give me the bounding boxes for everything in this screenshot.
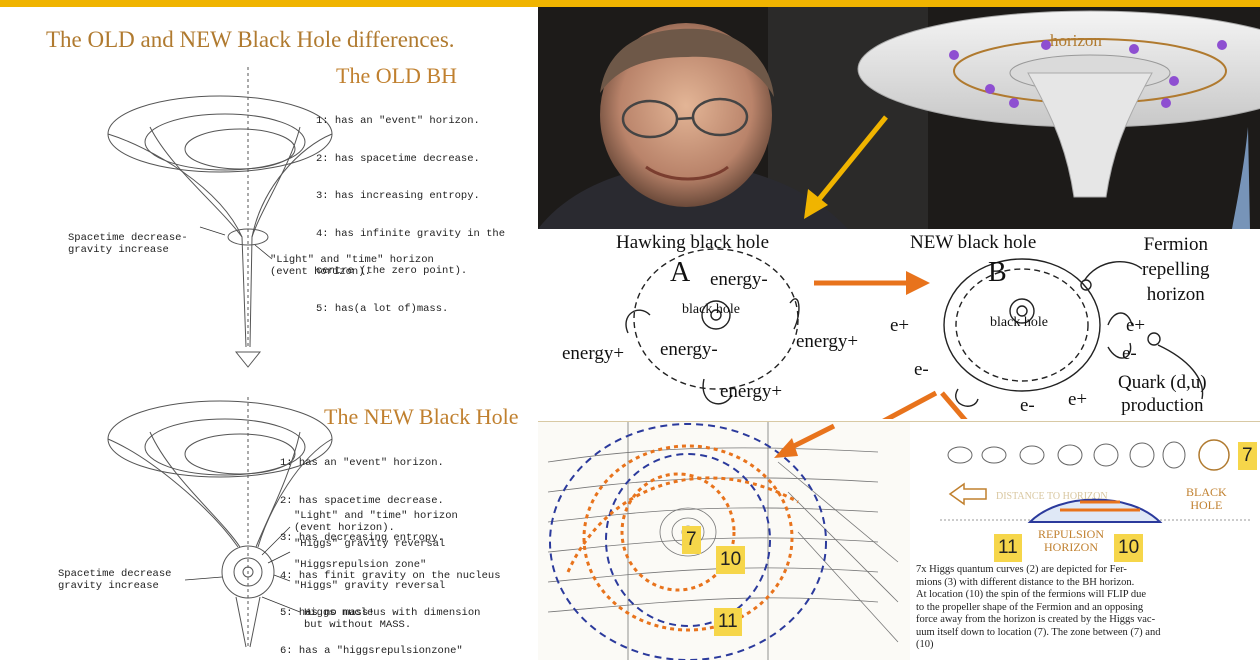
energy-plus-right: energy+ xyxy=(796,331,859,352)
orange-arrows-down xyxy=(882,390,968,419)
old-bh-heading: The OLD BH xyxy=(336,63,457,88)
left-panel: The OLD and NEW Black Hole differences. xyxy=(0,7,538,660)
higgs-field-curves xyxy=(547,422,899,660)
energy-plus-left: energy+ xyxy=(562,343,625,364)
energy-minus-left: energy- xyxy=(660,339,718,360)
page-title: The OLD and NEW Black Hole differences. xyxy=(46,27,455,52)
new-reversal-bottom-label: "Higgs" gravity reversal xyxy=(294,580,446,592)
e-plus-3: e+ xyxy=(1068,389,1088,410)
spin-flip-panel: 7 DISTANCE TO HORIZON BLACK HOLE REPULSI… xyxy=(910,421,1260,660)
old-bh-property: centre (the zero point). xyxy=(316,265,468,277)
top-accent-bar xyxy=(0,0,1260,7)
old-bh-property: 2: has spacetime decrease. xyxy=(316,152,480,165)
hawking-head xyxy=(600,23,772,207)
hawking-bh-title: Hawking black hole xyxy=(616,232,770,253)
e-minus-3: e- xyxy=(1020,395,1035,416)
fermion-sequence xyxy=(940,439,1250,523)
label-box-10-right: 10 xyxy=(1114,534,1144,562)
e-minus-2: e- xyxy=(914,359,929,380)
old-bh-property: 3: has increasing entropy. xyxy=(316,190,480,202)
new-bh-title: NEW black hole xyxy=(910,232,1037,253)
new-bh-property: 2: has spacetime decrease. xyxy=(280,494,444,507)
black-hole-a-label: black hole xyxy=(682,302,740,317)
caption-text: 7x Higgs quantum curves (2) are depicted… xyxy=(916,564,1161,650)
label-box-7-right: 7 xyxy=(1238,442,1257,470)
old-bh-properties: 1: has an "event" horizon. 2: has spacet… xyxy=(316,90,505,340)
photo-illustration xyxy=(538,7,1260,229)
quark-label: Quark (d,u) production xyxy=(1118,372,1207,416)
label-box-11-right: 11 xyxy=(994,534,1022,562)
energy-plus-bottom: energy+ xyxy=(720,381,783,402)
old-bh-funnel-diagram xyxy=(107,67,333,648)
hawking-photo-panel: horizon xyxy=(538,7,1260,229)
repulsion-label: REPULSION HORIZON xyxy=(1038,527,1105,554)
new-bh-property: 6: has a "higgsrepulsionzone" xyxy=(280,644,463,657)
old-bh-property: 1: has an "event" horizon. xyxy=(316,115,480,127)
higgs-field-plot: 7 10 11 xyxy=(538,421,910,660)
old-spacetime-label: Spacetime decrease- gravity increase xyxy=(68,232,188,256)
black-hole-label: BLACK HOLE xyxy=(1186,485,1227,512)
distance-label: DISTANCE TO HORIZON xyxy=(996,491,1108,502)
label-box-10: 10 xyxy=(716,546,746,574)
new-reversal-top-label: "Higgs" gravity reversal xyxy=(294,538,446,550)
new-bh-property: 1: has an "event" horizon. xyxy=(280,457,444,469)
horizon-funnel xyxy=(857,10,1260,198)
new-repulsion-label: "Higgsrepulsion zone" xyxy=(294,559,427,571)
new-horizon-label: "Light" and "time" horizon (event horizo… xyxy=(294,510,458,534)
e-plus-1: e+ xyxy=(890,315,910,336)
old-bh-property: 5: has(a lot of)mass. xyxy=(316,302,449,315)
old-bh-property: 4: has infinite gravity in the xyxy=(316,227,506,240)
energy-minus-top: energy- xyxy=(710,269,768,290)
e-minus-1: e- xyxy=(1122,343,1137,364)
e-plus-2: e+ xyxy=(1126,315,1146,336)
black-hole-b-label: black hole xyxy=(990,315,1048,330)
new-bh-property: 5: has no mass! xyxy=(280,607,375,619)
label-box-7: 7 xyxy=(682,526,701,554)
new-nucleus-label: Higgs nucleus with dimension but without… xyxy=(304,607,481,631)
old-horizon-label: "Light" and "time" horizon (event horizo… xyxy=(270,254,434,278)
fermion-label: Fermion repelling horizon xyxy=(1142,234,1210,305)
new-bh-properties: 1: has an "event" horizon. 2: has spacet… xyxy=(280,432,501,660)
distance-arrow-icon xyxy=(948,482,987,506)
horizon-label: horizon xyxy=(1050,31,1102,50)
new-spacetime-label: Spacetime decrease gravity increase xyxy=(58,568,172,592)
new-bh-property: 3: has decreasing entropy. xyxy=(280,532,444,544)
comparison-diagram xyxy=(625,248,1204,419)
orange-arrow-a-to-b xyxy=(814,271,930,295)
new-bh-property: 4: has finit gravity on the nucleus xyxy=(280,569,501,582)
letter-a: A xyxy=(670,257,691,288)
yellow-arrow xyxy=(804,115,888,219)
comparison-panel: Hawking black hole NEW black hole Fermio… xyxy=(538,229,1260,419)
letter-b: B xyxy=(988,257,1007,288)
new-bh-heading: The NEW Black Hole xyxy=(324,404,519,429)
label-box-11: 11 xyxy=(714,608,742,636)
